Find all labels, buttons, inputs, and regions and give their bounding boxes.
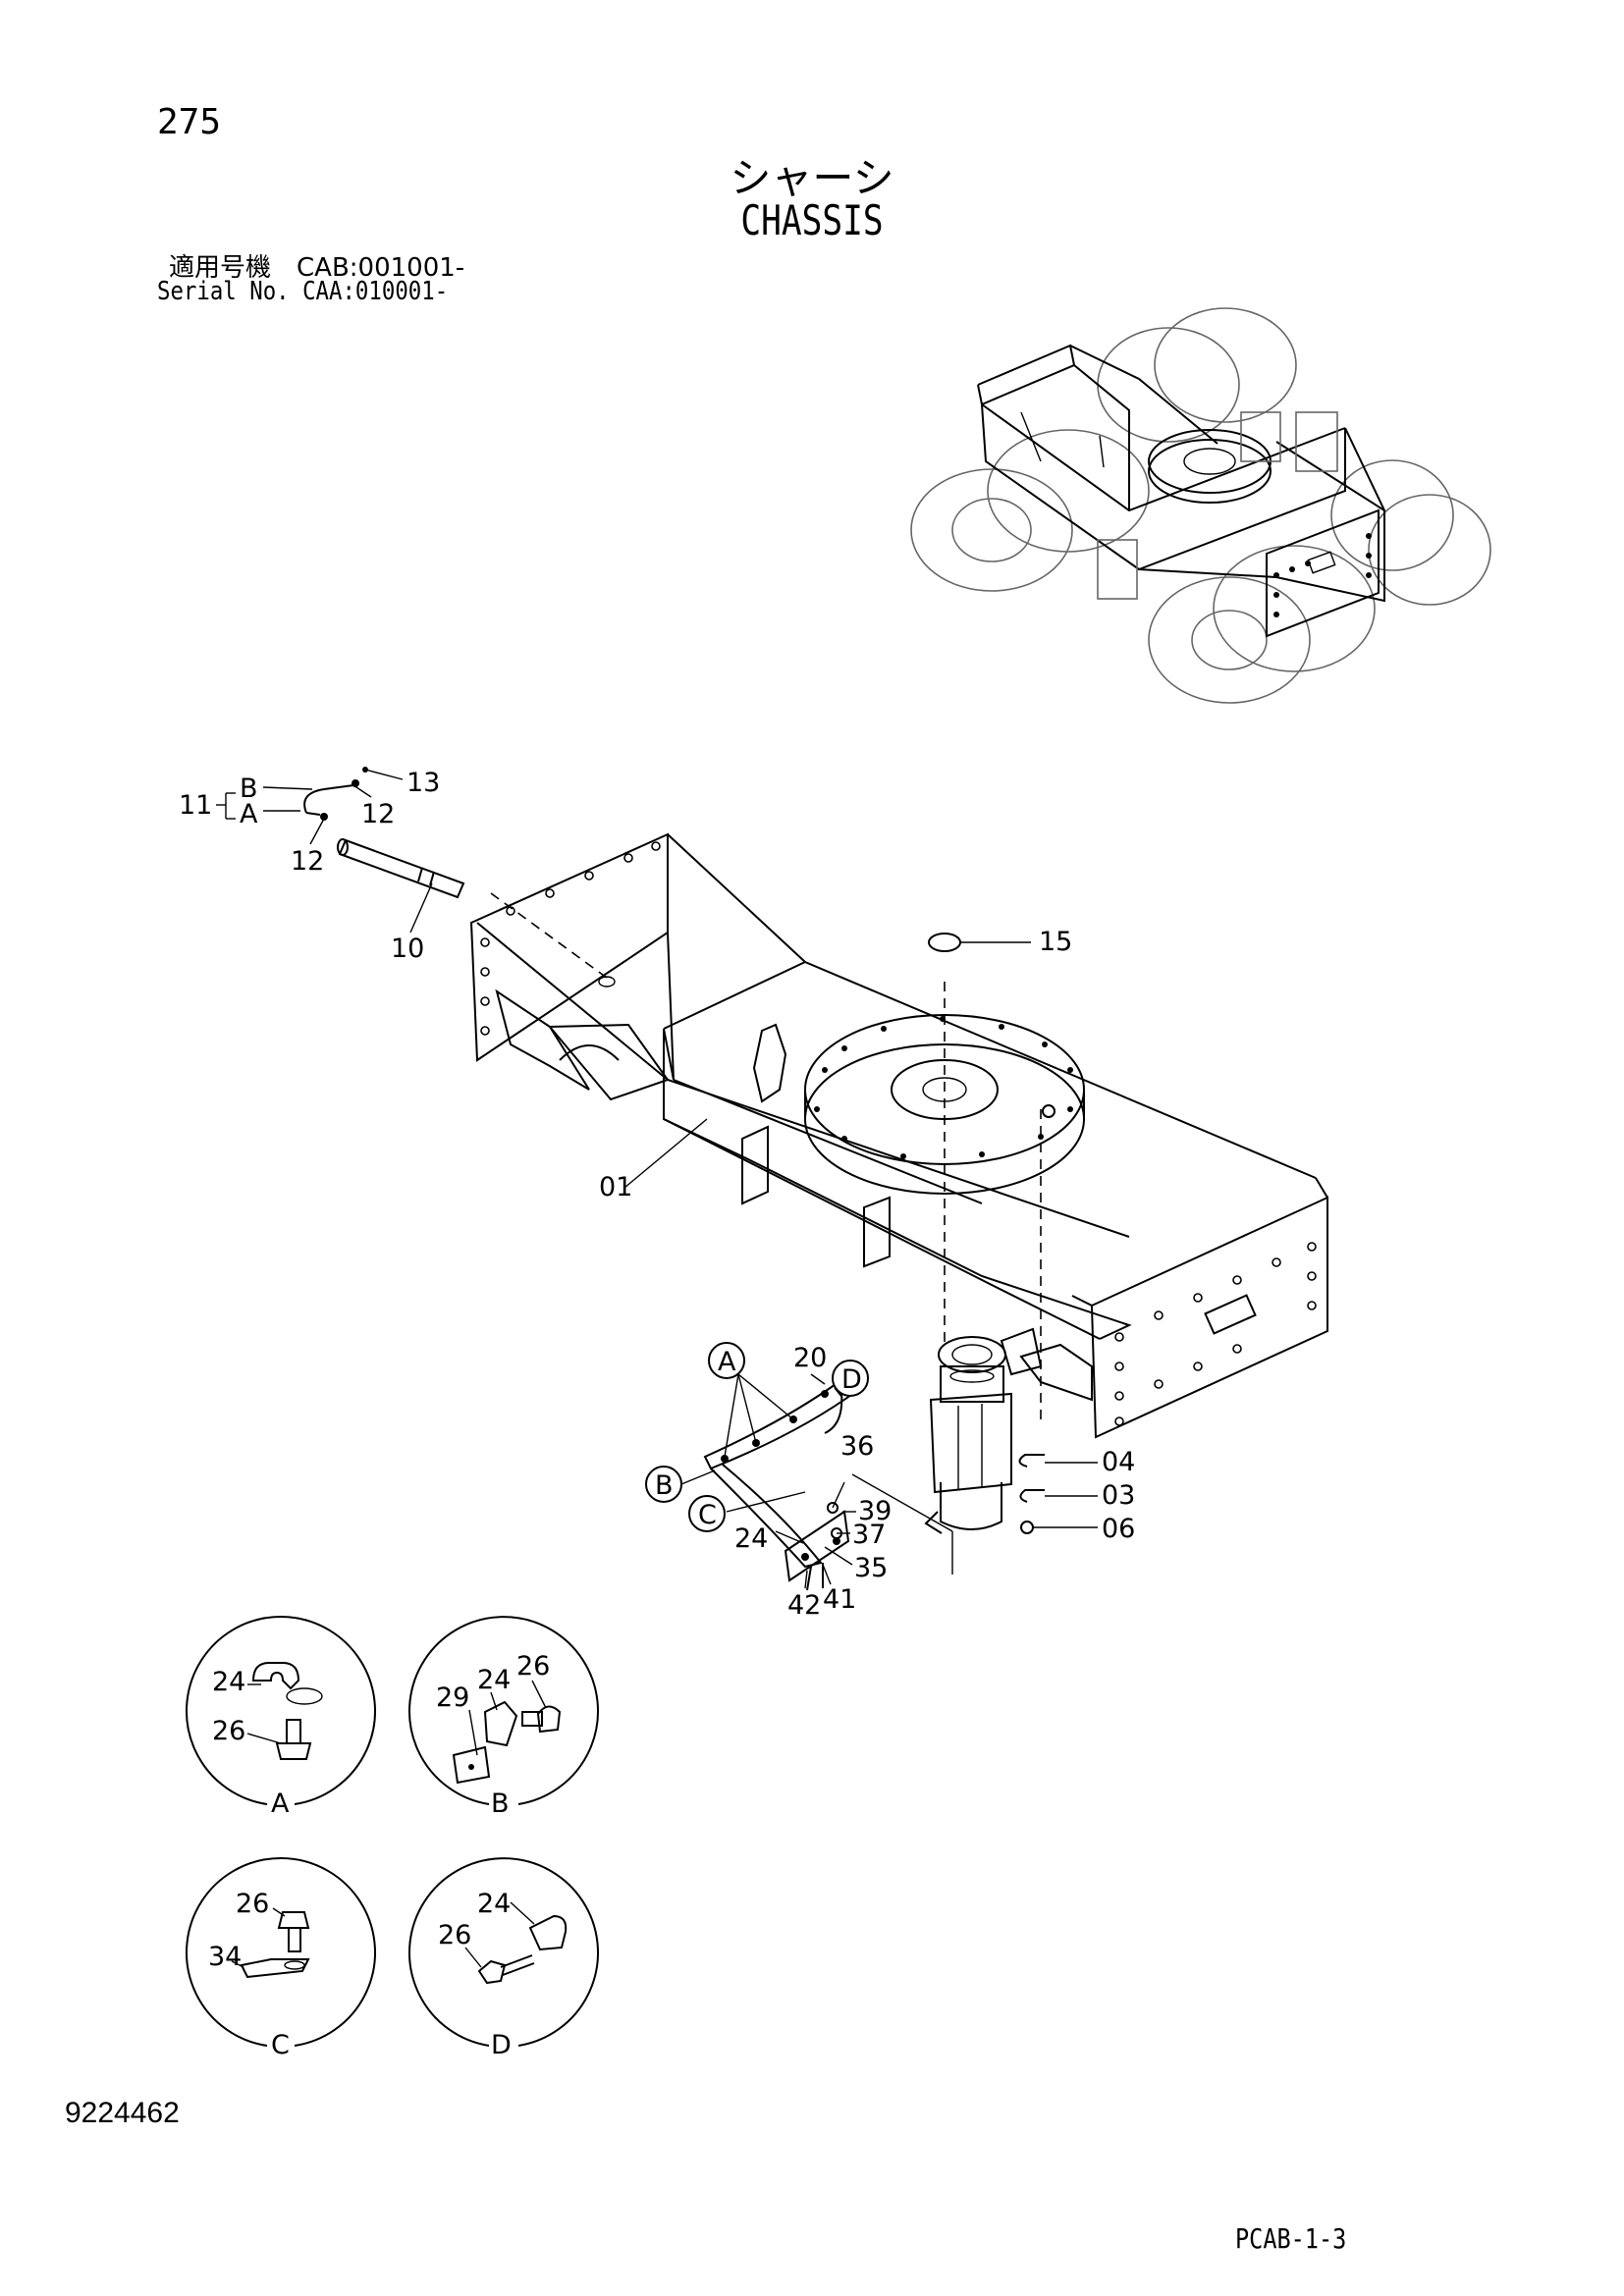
marker-b: B (655, 1470, 674, 1501)
callout-35: 35 (854, 1553, 888, 1583)
callout-11-a: A (240, 799, 258, 829)
detail-c-label-34: 34 (208, 1942, 242, 1972)
detail-d-label-26: 26 (438, 1920, 471, 1950)
detail-b-caption: B (491, 1789, 510, 1819)
machine-overview-illustration (910, 307, 1491, 704)
callout-13: 13 (406, 768, 440, 798)
pin-assembly (303, 767, 465, 899)
detail-d-caption: D (491, 2030, 512, 2060)
callout-36: 36 (840, 1431, 874, 1462)
callout-01: 01 (599, 1172, 632, 1202)
page-title: CHASSIS (740, 196, 884, 244)
callout-11: 11 (179, 790, 212, 821)
callout-10: 10 (391, 934, 424, 964)
callout-04: 04 (1102, 1447, 1135, 1477)
chassis-frame-01 (469, 832, 1328, 1439)
detail-a: 24 26 A (186, 1616, 376, 1819)
callout-06: 06 (1102, 1514, 1135, 1544)
detail-c-caption: C (271, 2030, 290, 2060)
applicable-serial-japanese: 適用号機 CAB:001001- (169, 253, 465, 283)
page-title-japanese: シャーシ (730, 154, 894, 202)
detail-c-label-26: 26 (236, 1889, 269, 1919)
detail-b: 26 24 29 B (408, 1616, 599, 1819)
detail-d: 24 26 D (408, 1857, 599, 2060)
detail-b-label-29: 29 (436, 1682, 469, 1713)
callout-39: 39 (858, 1496, 892, 1526)
detail-c: 26 34 C (186, 1857, 376, 2060)
detail-d-label-24: 24 (477, 1889, 511, 1919)
callout-37: 37 (852, 1520, 886, 1550)
callout-12: 12 (291, 846, 324, 877)
detail-a-caption: A (271, 1789, 290, 1819)
callout-15: 15 (1039, 927, 1072, 957)
center-swivel-joint (924, 1336, 1012, 1534)
detail-reference-markers: A D B C (645, 1342, 869, 1532)
callout-labels: 15 10 12 12 13 11 B A 01 20 36 39 37 35 … (179, 768, 1135, 1621)
page-number: 275 (157, 102, 222, 142)
callout-03: 03 (1102, 1480, 1135, 1511)
detail-b-label-24: 24 (477, 1665, 511, 1695)
marker-a: A (718, 1347, 736, 1377)
leader-lines (216, 769, 1098, 1589)
detail-a-label-24: 24 (212, 1667, 245, 1697)
hose-guard-20 (703, 1380, 953, 1591)
callout-41: 41 (823, 1584, 856, 1615)
applicable-serial: Serial No. CAA:010001- (157, 277, 449, 306)
marker-c: C (698, 1500, 717, 1530)
page-code: PCAB-1-3 (1235, 2222, 1347, 2255)
callout-20: 20 (793, 1343, 827, 1373)
clamp-parts (1018, 1454, 1045, 1534)
callout-24: 24 (734, 1523, 768, 1554)
marker-d: D (841, 1364, 862, 1395)
detail-a-label-26: 26 (212, 1716, 245, 1746)
callout-42: 42 (787, 1590, 821, 1621)
callout-12: 12 (361, 799, 395, 829)
detail-b-label-26: 26 (516, 1651, 550, 1682)
document-number: 9224462 (65, 2097, 180, 2129)
callout-11-b: B (240, 774, 258, 804)
